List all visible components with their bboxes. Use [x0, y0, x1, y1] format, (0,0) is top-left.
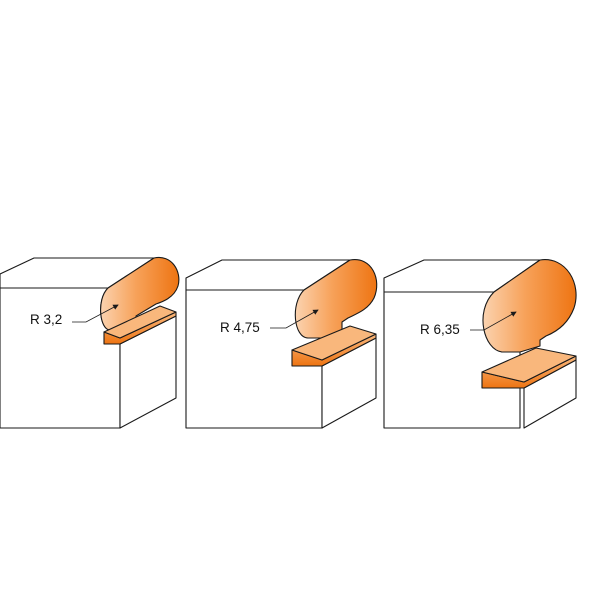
fillet-step-top — [291, 325, 377, 361]
profile-block-1: R 3,2 — [0, 256, 180, 429]
radius-leader-arrow — [470, 311, 517, 331]
bead-profile — [100, 256, 180, 331]
radius-label: R 3,2 — [30, 312, 62, 327]
radius-label: R 4,75 — [220, 320, 260, 335]
block-top-face — [0, 257, 155, 289]
fillet-step-top — [103, 305, 177, 339]
radius-leader-arrow — [270, 309, 319, 329]
radius-leader-arrow — [72, 304, 119, 323]
block-top-face — [185, 259, 351, 291]
radius-label: R 6,35 — [420, 322, 460, 337]
profile-block-2: R 4,75 — [185, 259, 378, 429]
fillet-step-top — [481, 347, 577, 383]
bead-profile — [482, 259, 577, 353]
profile-block-3: R 6,35 — [383, 259, 577, 429]
bead-profile — [294, 259, 378, 339]
block-top-face — [383, 259, 541, 293]
